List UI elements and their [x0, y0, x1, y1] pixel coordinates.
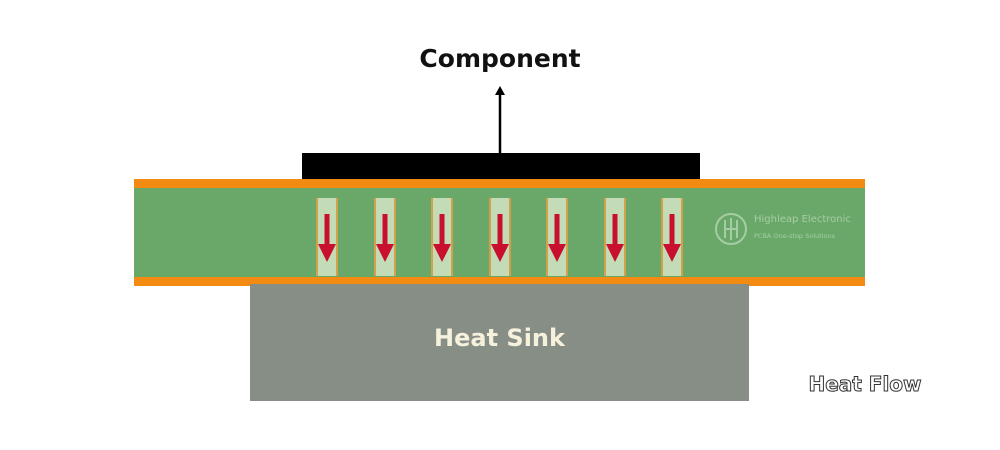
- heat-arrow-down-icon: [548, 214, 566, 262]
- heat-arrow-down-icon: [433, 214, 451, 262]
- pcb-board: [134, 179, 865, 286]
- arrow-up-icon: [495, 86, 505, 154]
- heat-arrow-down-icon: [663, 214, 681, 262]
- watermark-tagline: PCBA One-stop Solutions: [754, 232, 835, 240]
- highleap-logo-icon: [715, 213, 747, 245]
- thermal-via: [546, 198, 568, 276]
- watermark: Highleap Electronic PCBA One-stop Soluti…: [714, 210, 894, 250]
- heat-arrow-down-icon: [318, 214, 336, 262]
- heat-arrow-down-icon: [375, 214, 394, 262]
- heat-sink: Heat Sink: [250, 284, 749, 401]
- heat-flow-label: Heat Flow: [808, 372, 922, 397]
- thermal-via: [661, 198, 683, 276]
- heat-arrow-down-icon: [490, 214, 509, 262]
- watermark-brand: Highleap Electronic: [754, 214, 851, 225]
- thermal-via: [373, 198, 396, 276]
- thermal-via: [316, 198, 338, 276]
- thermal-via: [488, 198, 511, 276]
- component-label: Component: [419, 44, 581, 73]
- thermal-via: [431, 198, 453, 276]
- heat-sink-label: Heat Sink: [434, 324, 565, 352]
- heat-arrow-down-icon: [605, 214, 624, 262]
- component-body: [302, 153, 700, 180]
- thermal-via: [603, 198, 626, 276]
